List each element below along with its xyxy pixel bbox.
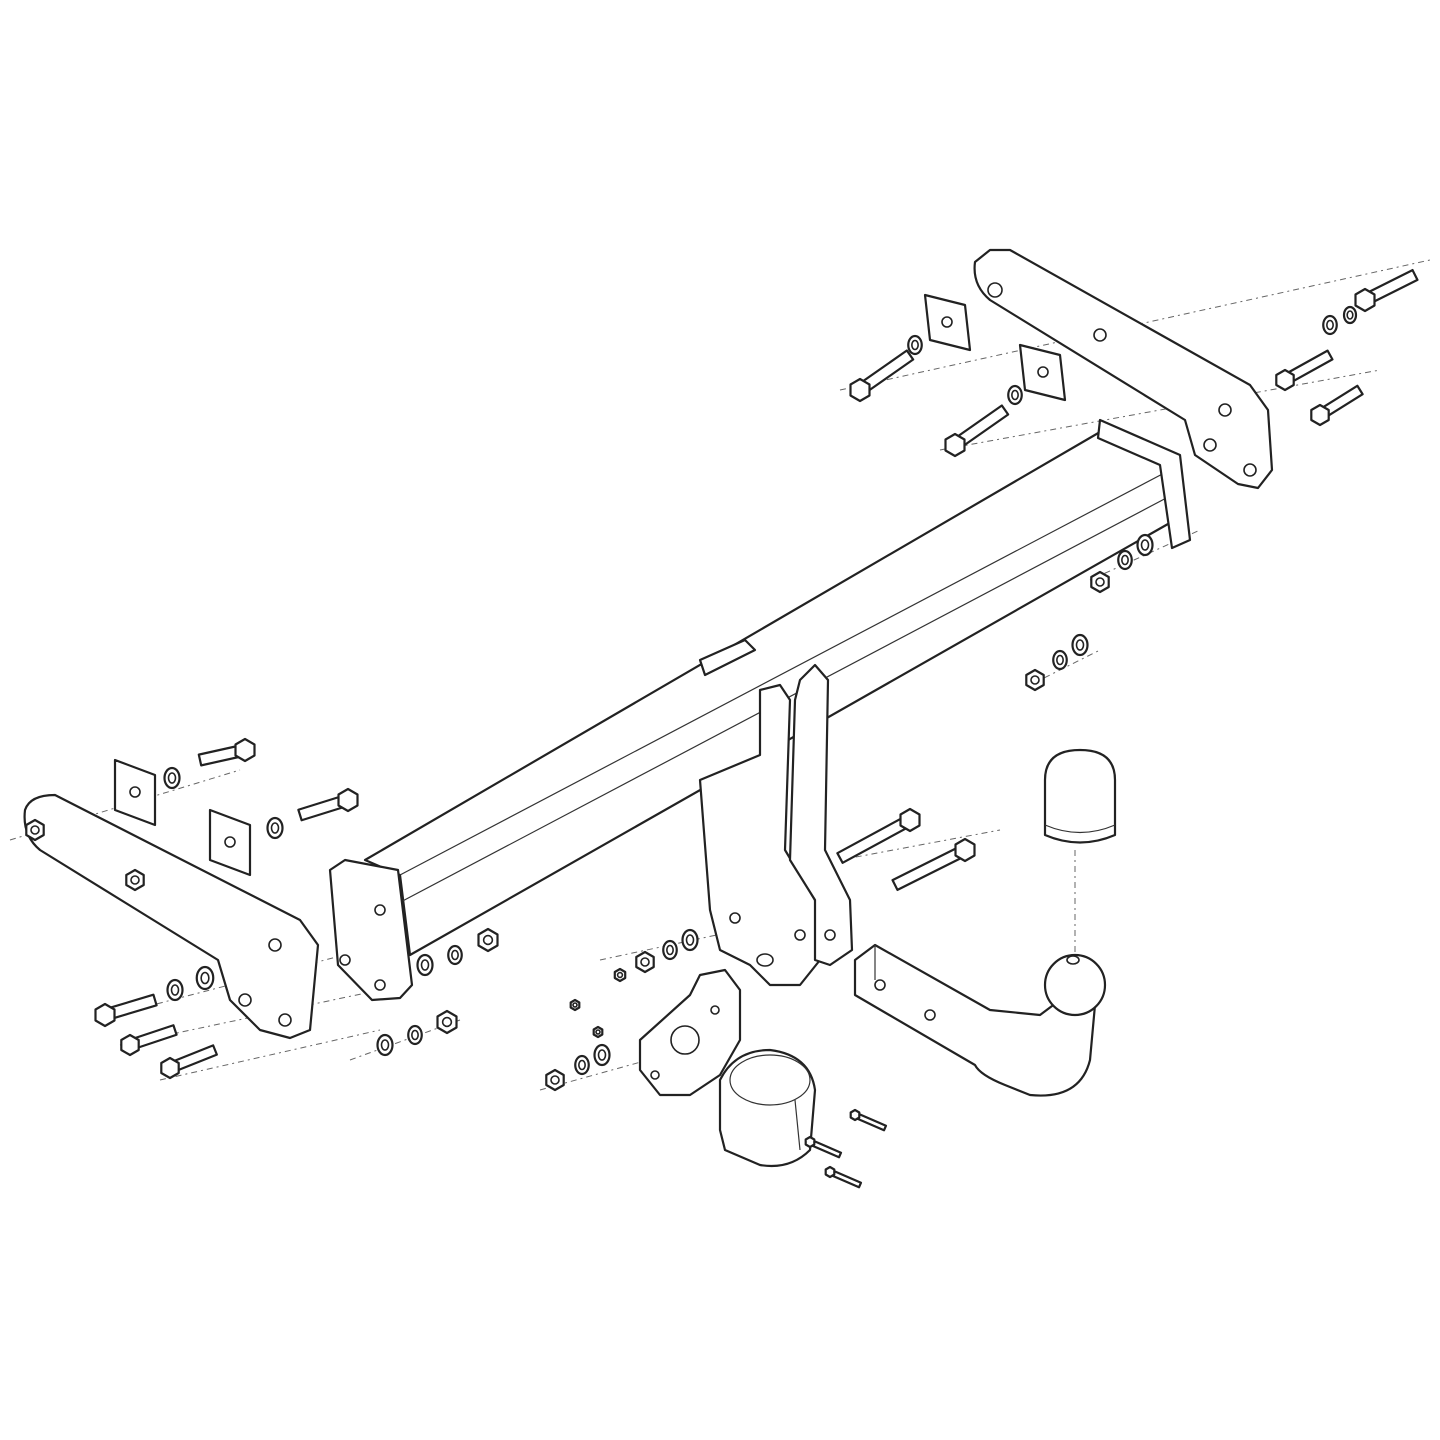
bolt-head-icon <box>944 432 966 458</box>
bolt-head-icon <box>1275 368 1295 392</box>
washer-hole <box>1140 539 1150 551</box>
nut-hole <box>640 957 650 967</box>
washer-hole <box>1011 389 1019 401</box>
nut-hole <box>482 934 494 946</box>
washer-hole <box>1056 654 1064 666</box>
bolt-head-icon <box>849 377 871 403</box>
bolt-head-icon <box>954 837 976 863</box>
right-mounting-plate <box>973 248 1274 490</box>
nut-hole <box>572 1002 578 1008</box>
washer-hole <box>1326 319 1334 331</box>
nut-hole <box>1030 675 1040 685</box>
tow-ball-cap <box>1043 748 1117 844</box>
washer-hole <box>1075 639 1085 651</box>
tow-ball-neck <box>853 943 1107 1097</box>
nut-hole <box>30 825 40 835</box>
bolt-head-icon <box>1354 287 1376 313</box>
bolt-head-icon <box>899 807 921 833</box>
washer-hole <box>200 971 210 985</box>
washer-hole <box>380 1039 390 1051</box>
washer-hole <box>451 949 459 961</box>
washer-hole <box>1346 310 1354 320</box>
washer-hole <box>666 944 674 956</box>
bolt-head-icon <box>94 1002 116 1028</box>
bolt-head-icon <box>1310 403 1330 427</box>
washer-hole <box>578 1059 586 1071</box>
tow-ball <box>1043 953 1107 1017</box>
left-spacer-plates <box>113 758 252 877</box>
fastener-hardware <box>25 268 1419 1189</box>
washer-hole <box>685 934 695 946</box>
nut-hole <box>595 1029 601 1035</box>
bolt-head-icon <box>234 737 256 763</box>
electrical-socket-bracket <box>638 968 742 1097</box>
washer-hole <box>411 1029 419 1041</box>
bolt-head-icon <box>337 787 359 813</box>
washer-hole <box>167 772 177 784</box>
washer-hole <box>420 959 430 971</box>
washer-hole <box>270 822 280 834</box>
ball-neck-mounting-brackets <box>698 663 854 987</box>
bolt-head-icon <box>824 1165 836 1179</box>
right-spacer-plates <box>923 293 1067 402</box>
nut-hole <box>550 1075 560 1085</box>
electrical-socket <box>718 1048 817 1168</box>
washer-hole <box>1121 554 1129 566</box>
bolt-head-icon <box>120 1033 140 1057</box>
washer-hole <box>170 984 180 996</box>
washer-hole <box>597 1049 607 1061</box>
nut-hole <box>441 1016 453 1028</box>
nut-hole <box>1095 577 1105 587</box>
bolt-head-icon <box>804 1135 816 1149</box>
bolt-head-icon <box>849 1108 861 1122</box>
bolt-head-icon <box>160 1056 180 1080</box>
nut-hole <box>130 875 140 885</box>
washer-hole <box>911 339 919 351</box>
nut-hole <box>616 971 624 979</box>
